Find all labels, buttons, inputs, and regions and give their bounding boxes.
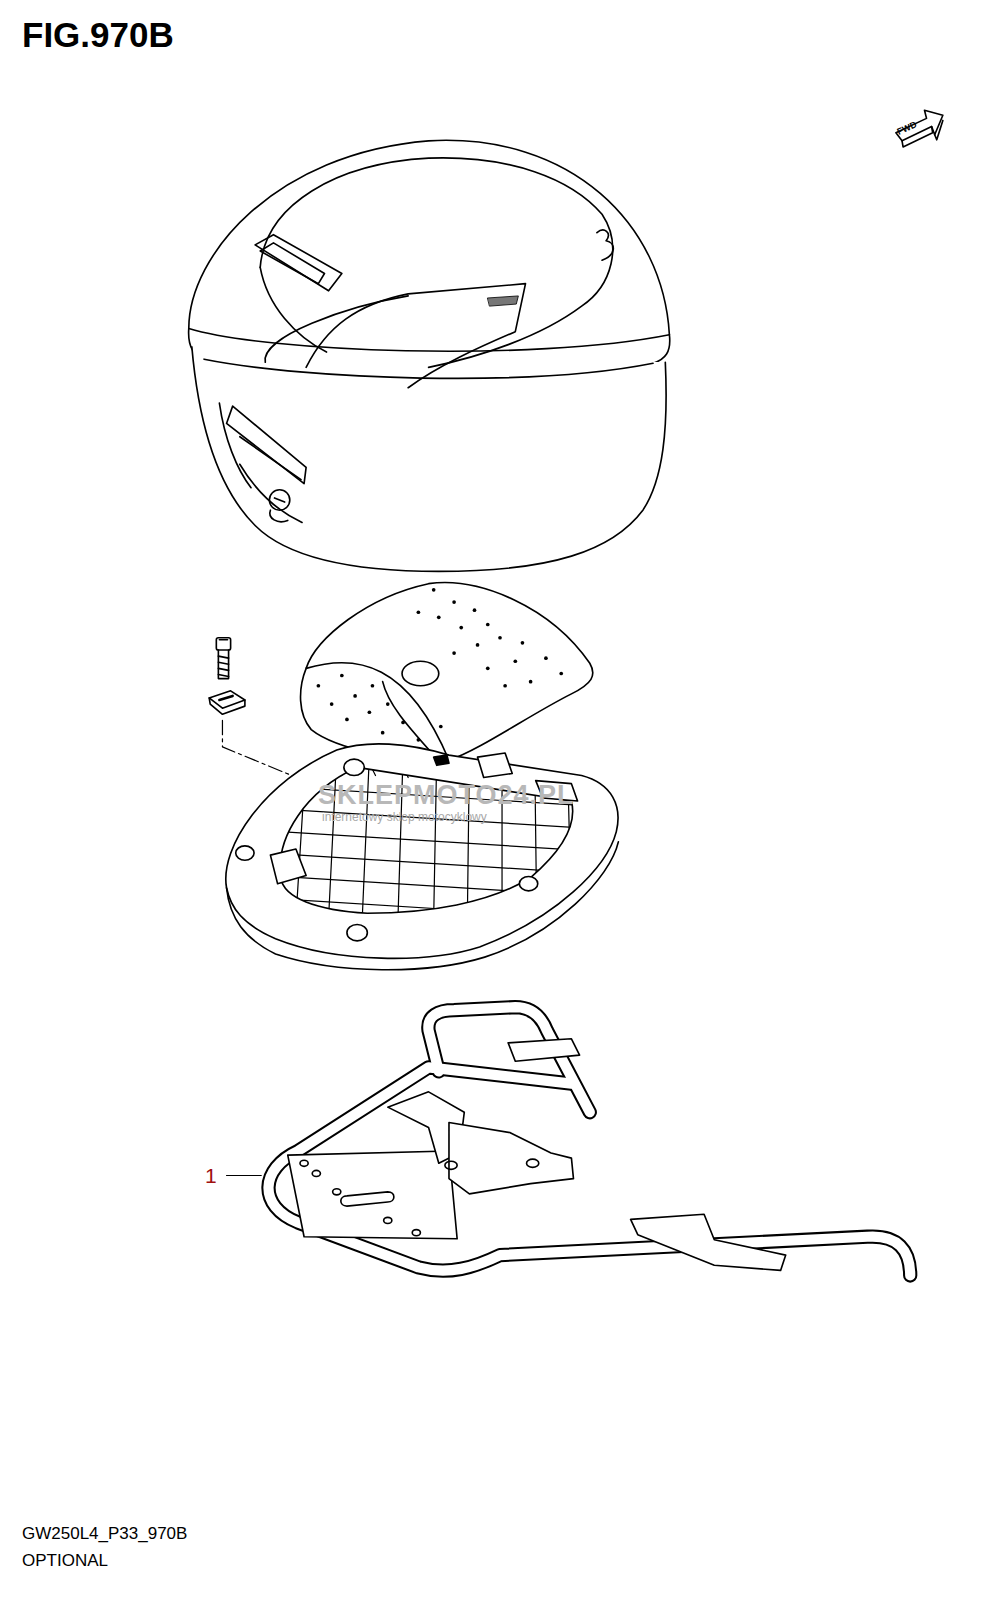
callout-number: 1 <box>205 1164 217 1187</box>
base-pad <box>301 583 593 761</box>
top-case <box>189 140 670 571</box>
forward-arrow <box>896 110 943 147</box>
watermark-subtitle: internetowy sklep motocyklowy <box>322 811 487 824</box>
watermark: SKLEPMOTO24.PL <box>318 781 575 811</box>
figure-caption: OPTIONAL <box>22 1552 108 1571</box>
base-plate <box>226 744 619 970</box>
rack-bracket <box>227 1007 911 1275</box>
diagram-code: GW250L4_P33_970B <box>22 1525 187 1544</box>
figure-title: FIG.970B <box>22 16 174 55</box>
